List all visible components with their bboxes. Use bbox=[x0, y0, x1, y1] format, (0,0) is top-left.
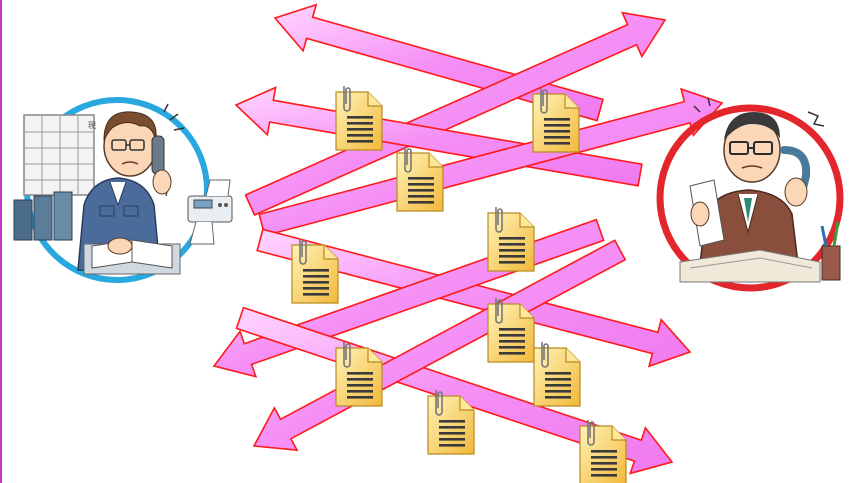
document-icon bbox=[396, 146, 444, 212]
document-icon bbox=[487, 206, 535, 272]
arrows-group bbox=[212, 3, 724, 475]
svg-text:現: 現 bbox=[88, 121, 96, 130]
arrow-5 bbox=[256, 228, 692, 368]
arrow-4 bbox=[258, 87, 724, 237]
worker-on-phone-illustration: 現 bbox=[13, 97, 233, 283]
document-icon bbox=[533, 341, 581, 407]
page-edge-rule bbox=[0, 0, 2, 483]
document-icon bbox=[579, 419, 627, 483]
arrow-2 bbox=[244, 11, 667, 217]
document-icon bbox=[335, 85, 383, 151]
manager-on-phone-illustration bbox=[656, 97, 844, 292]
